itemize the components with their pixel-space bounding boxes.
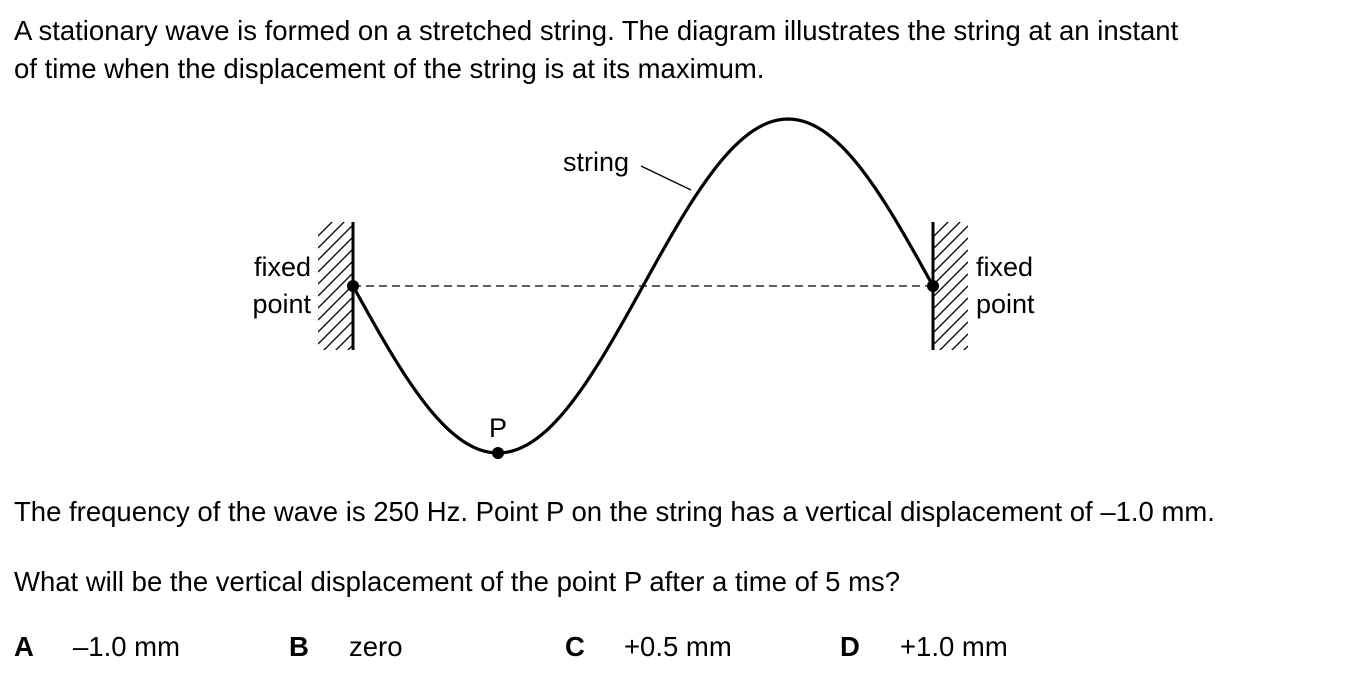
frequency-statement: The frequency of the wave is 250 Hz. Poi… — [14, 496, 1215, 527]
string-leader-line — [640, 165, 692, 191]
intro-paragraph: A stationary wave is formed on a stretch… — [14, 12, 1339, 88]
right-fixed-label-line2: point — [976, 289, 1035, 319]
option-d-value: +1.0 mm — [900, 631, 1008, 662]
option-d-letter: D — [840, 631, 860, 662]
right-wall-hatching — [934, 222, 968, 350]
left-fixed-label-line2: point — [252, 289, 311, 319]
option-c-value: +0.5 mm — [624, 631, 732, 662]
intro-line-2: of time when the displacement of the str… — [14, 53, 765, 84]
option-a-letter: A — [14, 631, 34, 662]
option-a-value: –1.0 mm — [73, 631, 180, 662]
left-fixed-point — [347, 280, 359, 292]
point-p-label: P — [489, 413, 507, 443]
question-text: What will be the vertical displacement o… — [14, 566, 901, 597]
right-fixed-point — [927, 280, 939, 292]
intro-line-1: A stationary wave is formed on a stretch… — [14, 15, 1179, 46]
point-p — [492, 447, 504, 459]
left-wall-hatching — [318, 222, 352, 350]
string-label: string — [563, 147, 629, 177]
option-c-letter: C — [565, 631, 585, 662]
left-fixed-label-line1: fixed — [254, 252, 311, 282]
right-fixed-label-line1: fixed — [976, 252, 1033, 282]
option-b-value: zero — [349, 631, 403, 662]
string-wave — [351, 117, 935, 455]
option-b-letter: B — [289, 631, 309, 662]
answer-options: A –1.0 mm B zero C +0.5 mm D +1.0 mm — [0, 631, 1348, 671]
